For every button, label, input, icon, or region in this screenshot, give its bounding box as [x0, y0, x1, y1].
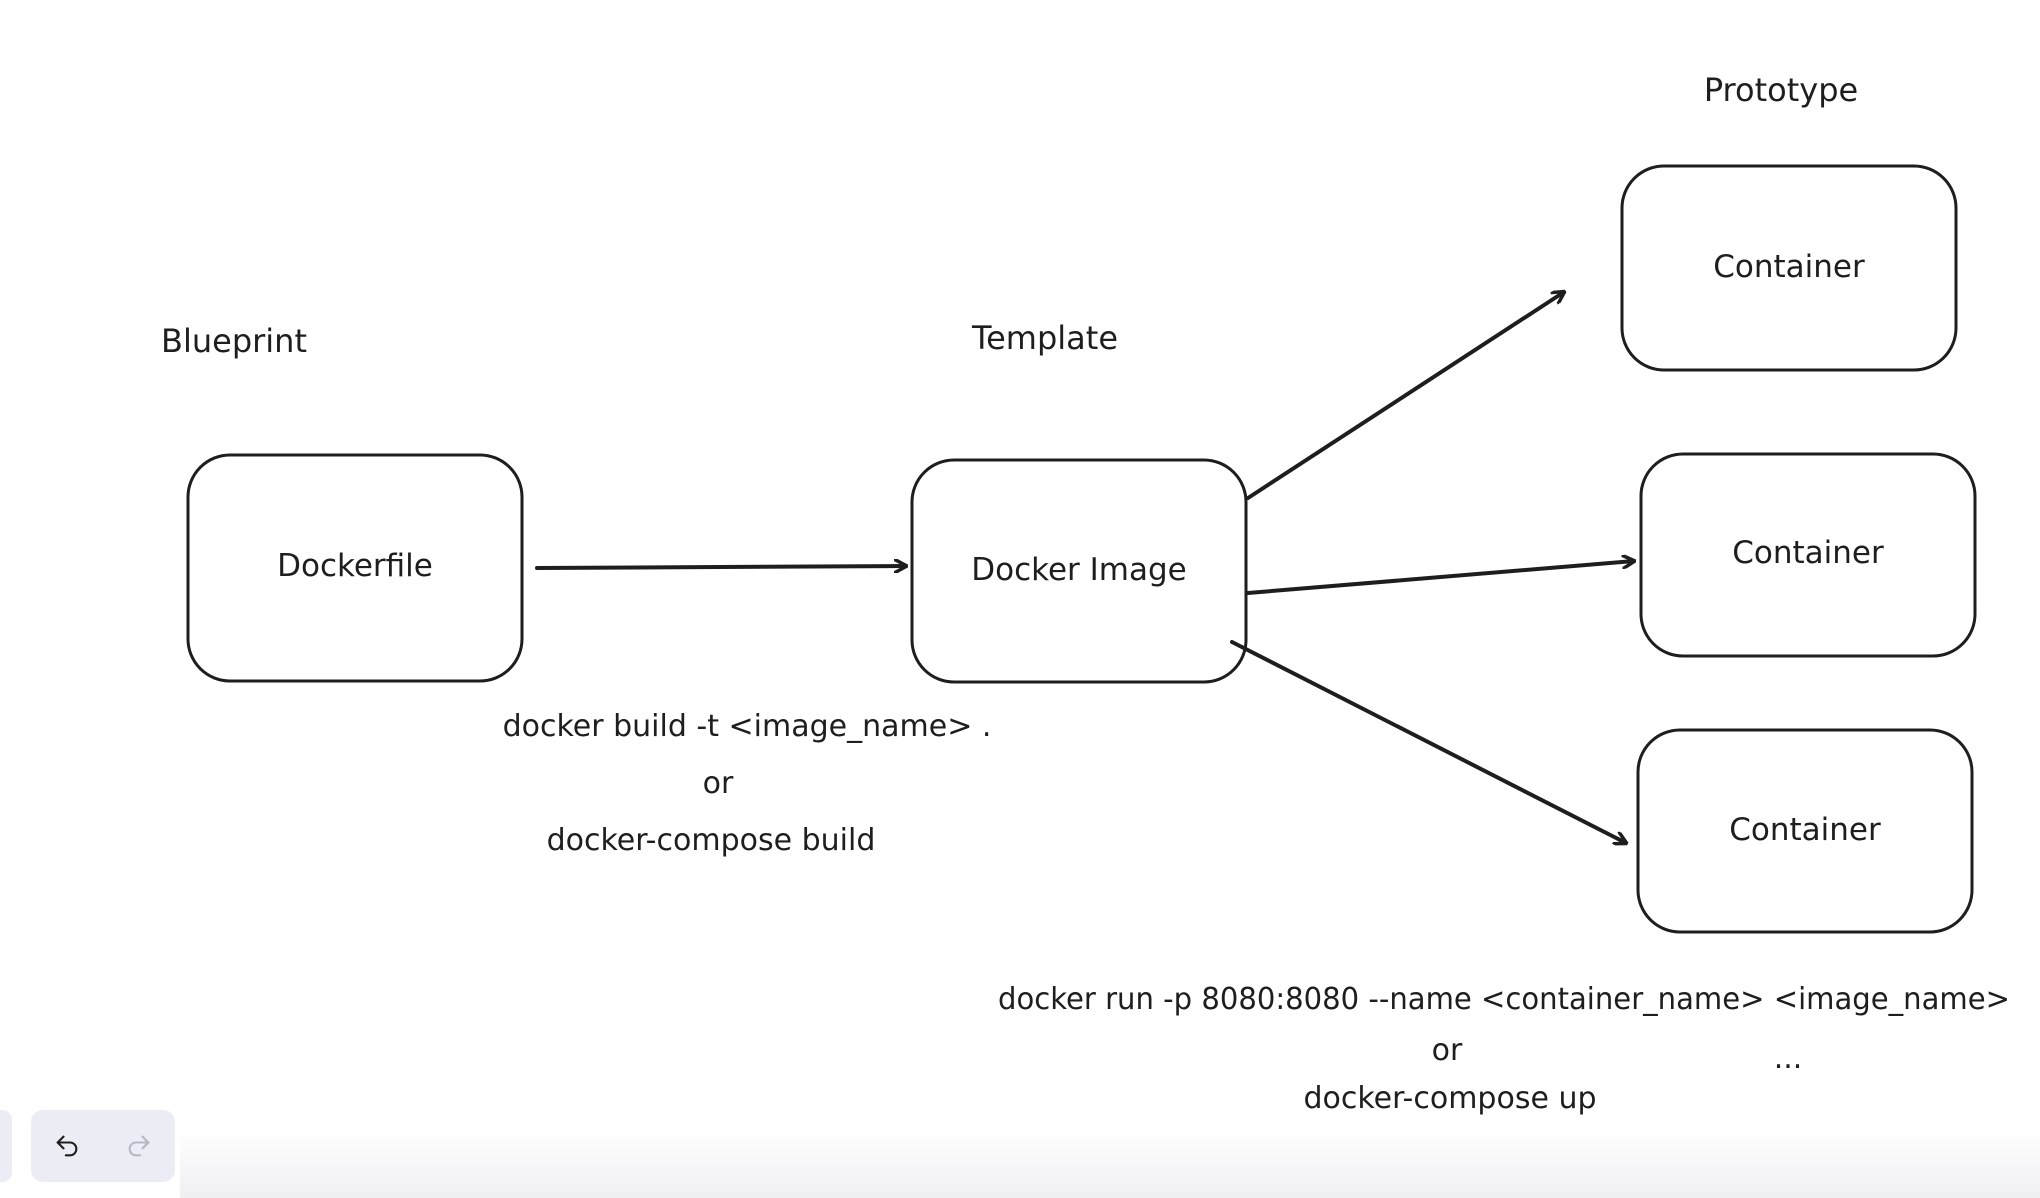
redo-icon [128, 1135, 150, 1157]
docker-image-node[interactable]: Docker Image [910, 458, 1248, 684]
undo-icon [56, 1135, 78, 1157]
container-node-3-label: Container [1729, 812, 1881, 848]
docker-image-node-label: Docker Image [971, 552, 1187, 588]
container-node-1-label: Container [1713, 249, 1865, 285]
container-node-3[interactable]: Container [1636, 728, 1974, 934]
container-node-2[interactable]: Container [1639, 452, 1977, 658]
template-label: Template [971, 319, 1118, 357]
prototype-label: Prototype [1704, 71, 1858, 109]
bottom-bar-shadow [180, 1130, 2040, 1198]
build-arrow[interactable] [535, 566, 906, 568]
zoom-toolbar-edge[interactable] [0, 1110, 12, 1182]
run-arrow-1[interactable] [1246, 292, 1564, 500]
container-node-1[interactable]: Container [1620, 164, 1958, 372]
undo-button[interactable] [31, 1110, 103, 1182]
run-command-1: docker run -p 8080:8080 --name <containe… [998, 982, 2010, 1017]
run-command-ellipsis: ... [1774, 1041, 1803, 1076]
undo-redo-toolbar [31, 1110, 175, 1182]
run-arrow-3[interactable] [1230, 640, 1626, 843]
run-command-2: docker-compose up [1303, 1081, 1596, 1116]
dockerfile-node[interactable]: Dockerfile [186, 453, 524, 683]
build-command-or: or [703, 766, 734, 801]
build-command-1: docker build -t <image_name> . [503, 709, 992, 744]
run-arrow-2[interactable] [1246, 561, 1634, 595]
dockerfile-node-label: Dockerfile [277, 548, 433, 584]
build-command-2: docker-compose build [547, 823, 876, 858]
blueprint-label: Blueprint [161, 322, 307, 360]
redo-button[interactable] [103, 1110, 175, 1182]
container-node-2-label: Container [1732, 535, 1884, 571]
run-command-or: or [1432, 1033, 1463, 1068]
